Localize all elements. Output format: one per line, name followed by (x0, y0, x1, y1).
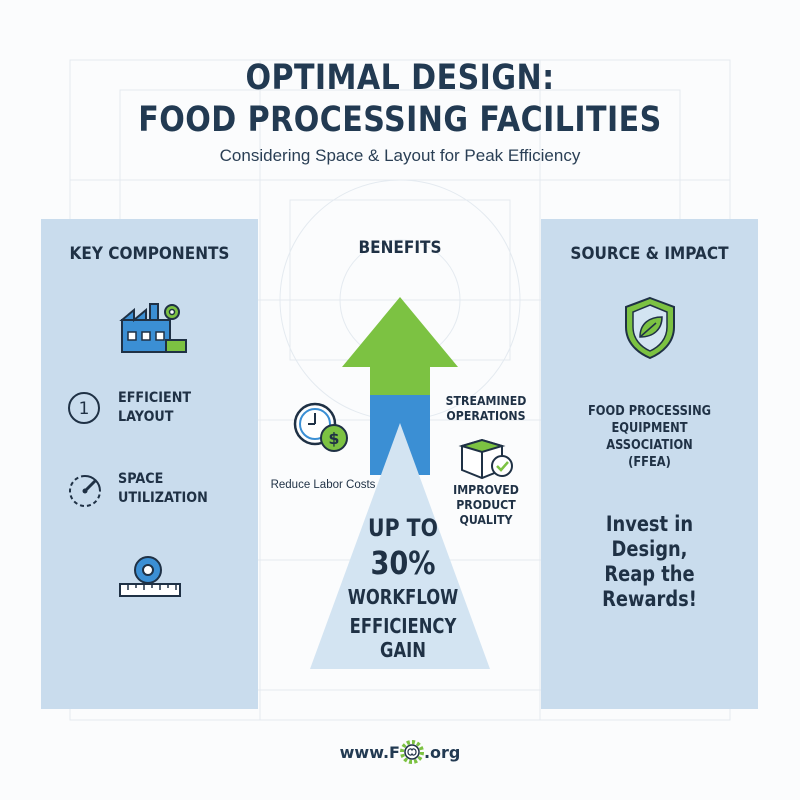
clock-dollar-icon: $ (293, 402, 348, 452)
space-utilization-label: SPACE UTILIZATION (118, 471, 208, 506)
gauge-icon (69, 475, 101, 507)
footer-url-suffix: .org (423, 743, 461, 762)
growth-arrow-graphic (310, 297, 490, 669)
improved-product-quality-label: IMPROVED PRODUCT QUALITY (453, 482, 519, 527)
component-number: 1 (79, 399, 90, 419)
box-check-icon (458, 438, 513, 480)
gear-brain-logo-icon (399, 740, 424, 764)
footer-url-prefix: www.F (339, 743, 400, 762)
efficient-layout-label: EFFICIENT LAYOUT (118, 390, 192, 425)
green-arrow-head (342, 297, 458, 395)
key-components-heading: KEY COMPONENTS (69, 244, 230, 264)
stat-line2: WORKFLOW (347, 585, 459, 609)
page-subtitle: Considering Space & Layout for Peak Effi… (219, 146, 581, 165)
stat-line3: EFFICIENCY GAIN (349, 614, 457, 662)
factory-gear-icon (119, 303, 187, 353)
number-circle-icon: 1 (68, 392, 100, 424)
stat-value: 30% (370, 544, 436, 582)
stat-prefix: UP TO (368, 514, 438, 542)
tape-measure-icon (119, 556, 181, 597)
benefits-heading: BENEFITS (358, 238, 442, 258)
footer-url[interactable]: www.F .org (0, 740, 800, 764)
light-triangle (310, 423, 490, 669)
shield-leaf-icon (625, 296, 675, 360)
call-to-action: Invest in Design, Reap the Rewards! (602, 512, 697, 611)
streamlined-operations-label: STREAMINED OPERATIONS (445, 393, 527, 423)
key-components-panel (41, 219, 258, 709)
svg-text:$: $ (328, 429, 339, 448)
page-title-line2: FOOD PROCESSING FACILITIES (138, 100, 662, 140)
reduce-labor-costs-label: Reduce Labor Costs (270, 479, 376, 491)
source-impact-heading: SOURCE & IMPACT (570, 244, 729, 264)
source-organization: FOOD PROCESSING EQUIPMENT ASSOCIATION (F… (587, 404, 712, 470)
page-title-line1: OPTIMAL DESIGN: (245, 58, 555, 98)
